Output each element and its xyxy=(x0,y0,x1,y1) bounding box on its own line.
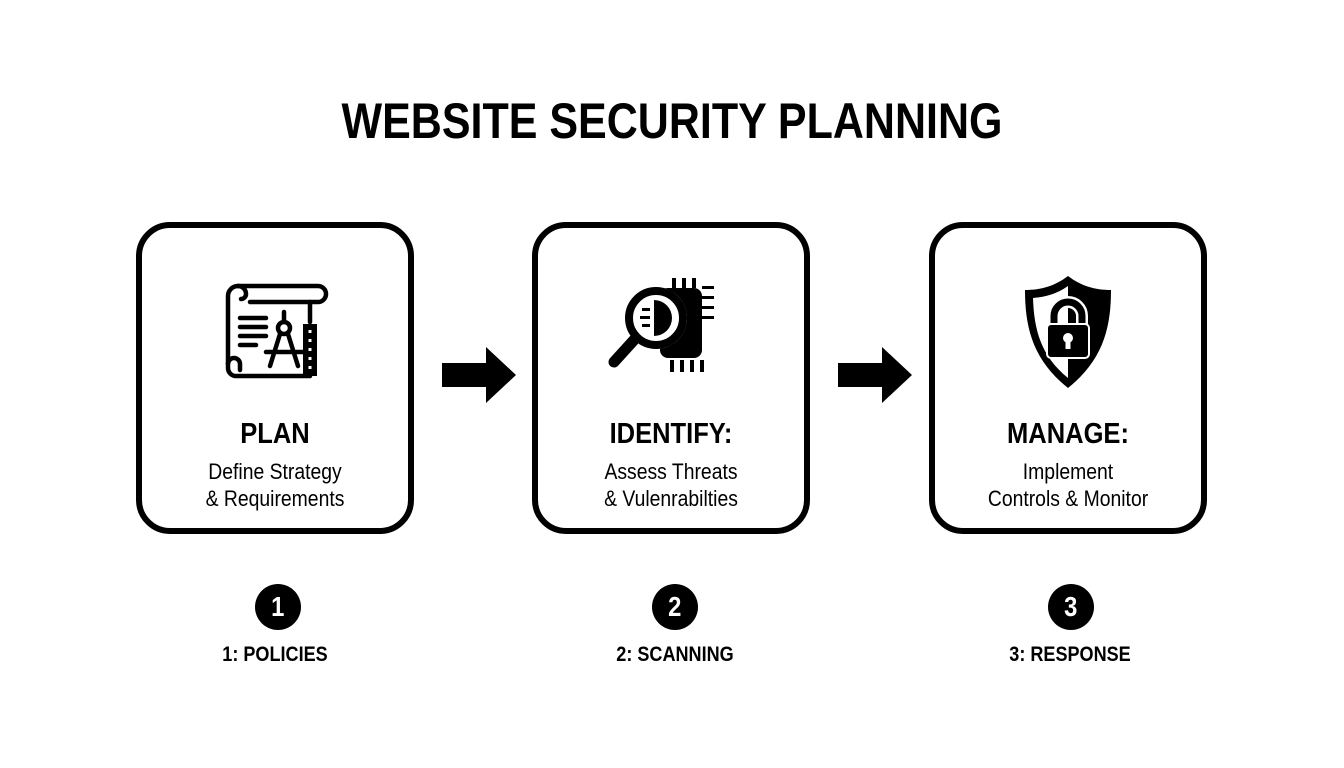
step-badge: 1 xyxy=(255,584,301,630)
card-description-line: & Requirements xyxy=(205,486,345,511)
step-label: 3: RESPONSE xyxy=(1009,643,1131,666)
step-badge: 2 xyxy=(652,584,698,630)
card-description: Assess Threats & Vulenrabilties xyxy=(554,458,788,512)
arrow-right-icon xyxy=(838,347,912,403)
card-description: Implement Controls & Monitor xyxy=(951,458,1185,512)
card-description-line: & Vulenrabilties xyxy=(604,486,738,511)
arrow-right-icon xyxy=(442,347,516,403)
card-description-line: Assess Threats xyxy=(604,459,738,484)
card-identify: IDENTIFY: Assess Threats & Vulenrabiltie… xyxy=(532,222,810,534)
card-plan: PLAN Define Strategy & Requirements xyxy=(136,222,414,534)
card-manage: MANAGE: Implement Controls & Monitor xyxy=(929,222,1207,534)
card-heading: PLAN xyxy=(240,418,310,450)
step-number: 1 xyxy=(271,591,285,622)
card-description-line: Define Strategy xyxy=(208,459,342,484)
shield-lock-icon xyxy=(1025,276,1111,388)
step-label: 2: SCANNING xyxy=(616,643,734,666)
magnifier-chip-icon xyxy=(608,278,714,372)
card-description: Define Strategy & Requirements xyxy=(158,458,392,512)
card-heading: MANAGE: xyxy=(1007,418,1129,450)
step-badge: 3 xyxy=(1048,584,1094,630)
step-label: 1: POLICIES xyxy=(222,643,328,666)
page-title: WEBSITE SECURITY PLANNING xyxy=(341,93,1003,149)
blueprint-compass-icon xyxy=(225,283,329,379)
step-number: 3 xyxy=(1064,591,1078,622)
card-description-line: Implement xyxy=(1022,459,1114,484)
card-heading: IDENTIFY: xyxy=(609,418,733,450)
step-number: 2 xyxy=(668,591,682,622)
card-description-line: Controls & Monitor xyxy=(987,486,1149,511)
